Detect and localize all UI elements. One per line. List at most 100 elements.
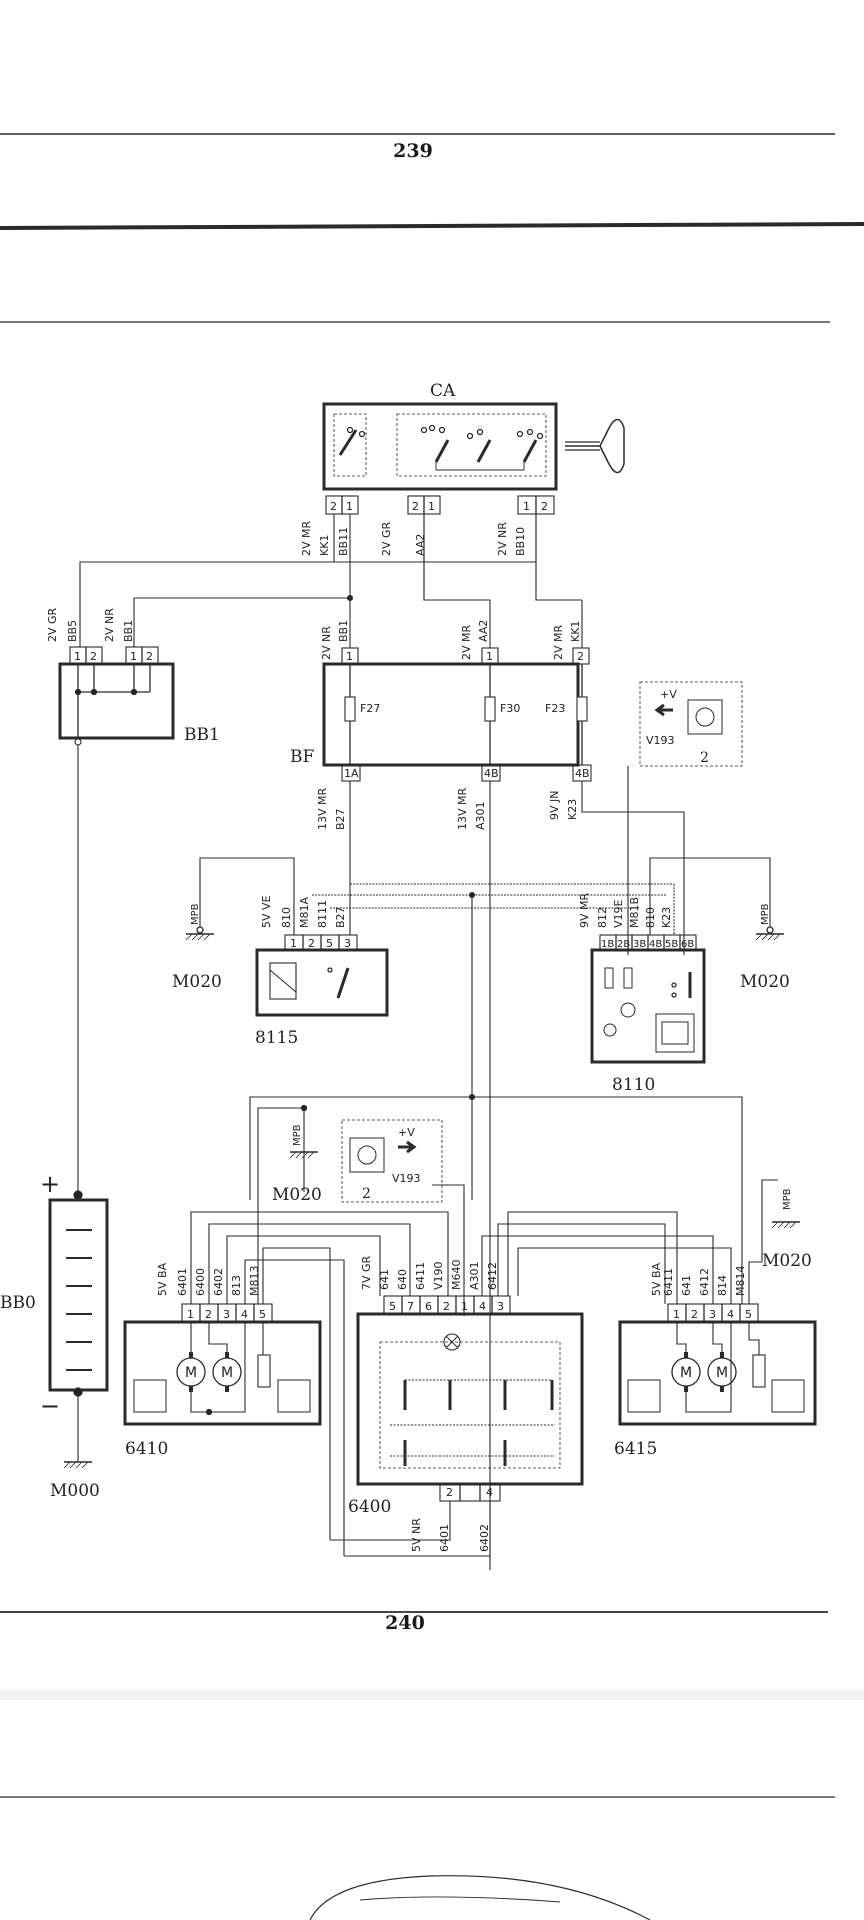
svg-text:2: 2 <box>577 650 584 663</box>
svg-text:BB5: BB5 <box>66 620 79 642</box>
svg-text:A301: A301 <box>468 1261 481 1290</box>
svg-text:5V BA: 5V BA <box>156 1262 169 1296</box>
wires-middle <box>312 883 675 935</box>
svg-text:5V BA: 5V BA <box>650 1262 663 1296</box>
svg-text:1: 1 <box>523 500 530 513</box>
ground-m020-right: MPB M020 <box>649 857 790 992</box>
svg-text:MPB: MPB <box>190 903 201 925</box>
svg-text:5V VE: 5V VE <box>260 895 273 928</box>
svg-text:3: 3 <box>344 937 351 950</box>
svg-text:M640: M640 <box>450 1260 463 1291</box>
module-8110: 8110 <box>590 934 706 1095</box>
svg-text:V193: V193 <box>646 734 675 747</box>
svg-text:2B: 2B <box>617 939 630 950</box>
svg-text:M814: M814 <box>734 1266 747 1297</box>
switch-module-6400: 6400 <box>348 1295 584 1517</box>
svg-text:2V MR: 2V MR <box>552 624 565 660</box>
svg-text:M: M <box>680 1365 692 1381</box>
svg-text:6411: 6411 <box>662 1268 675 1296</box>
svg-text:A301: A301 <box>474 801 487 830</box>
svg-text:2: 2 <box>90 650 97 663</box>
svg-text:B27: B27 <box>334 906 347 928</box>
svg-text:K23: K23 <box>566 799 579 820</box>
ground-m020-bottom-left: MPB M020 <box>272 1104 322 1205</box>
svg-text:2: 2 <box>330 500 337 513</box>
svg-text:F30: F30 <box>500 702 520 715</box>
fuse-box-bf: BF <box>290 647 592 782</box>
svg-text:5B: 5B <box>665 939 678 950</box>
page-number-top: 239 <box>393 140 433 162</box>
svg-text:6411: 6411 <box>414 1262 427 1290</box>
page-number-bottom: 240 <box>385 1612 425 1634</box>
wires-top <box>74 514 685 1570</box>
svg-text:1B: 1B <box>601 939 614 950</box>
8115-label: 8115 <box>255 1028 298 1048</box>
svg-text:AA2: AA2 <box>414 534 427 556</box>
svg-text:2V GR: 2V GR <box>380 521 393 556</box>
wires-bottom <box>190 1211 763 1557</box>
svg-text:1: 1 <box>461 1300 468 1313</box>
svg-text:3: 3 <box>223 1308 230 1321</box>
svg-text:F23: F23 <box>545 702 565 715</box>
svg-text:2V NR: 2V NR <box>320 626 333 660</box>
bf-label: BF <box>290 747 314 767</box>
svg-text:4B: 4B <box>575 767 590 780</box>
6410-label: 6410 <box>125 1439 168 1459</box>
svg-text:2V NR: 2V NR <box>103 608 116 642</box>
svg-text:4: 4 <box>486 1486 493 1499</box>
m000-label: M000 <box>50 1481 100 1501</box>
svg-text:MPB: MPB <box>760 903 771 925</box>
svg-text:1: 1 <box>130 650 137 663</box>
svg-text:6401: 6401 <box>176 1268 189 1296</box>
svg-text:M: M <box>716 1365 728 1381</box>
battery-minus: − <box>40 1392 60 1420</box>
svg-text:M813: M813 <box>248 1266 261 1297</box>
svg-text:640: 640 <box>396 1269 409 1290</box>
svg-text:BB1: BB1 <box>122 620 135 642</box>
svg-text:641: 641 <box>378 1269 391 1290</box>
svg-text:2: 2 <box>362 1186 371 1202</box>
svg-text:3: 3 <box>709 1308 716 1321</box>
svg-text:4B: 4B <box>649 939 662 950</box>
svg-text:5V NR: 5V NR <box>410 1518 423 1552</box>
svg-text:4: 4 <box>479 1300 486 1313</box>
svg-text:KK1: KK1 <box>569 621 582 642</box>
svg-text:3B: 3B <box>633 939 646 950</box>
svg-text:3: 3 <box>497 1300 504 1313</box>
lamp-v193-top: +V V193 2 <box>639 681 743 767</box>
svg-text:812: 812 <box>596 907 609 928</box>
svg-text:6400: 6400 <box>194 1268 207 1296</box>
seat-module-6410: M M 6410 <box>123 1303 322 1459</box>
svg-text:7: 7 <box>407 1300 414 1313</box>
block-bb1: BB1 <box>58 646 220 745</box>
svg-text:2: 2 <box>691 1308 698 1321</box>
svg-text:M020: M020 <box>272 1185 322 1205</box>
page-separators <box>0 133 864 1920</box>
svg-text:2: 2 <box>446 1486 453 1499</box>
svg-text:MPB: MPB <box>782 1188 793 1210</box>
svg-text:+V: +V <box>660 688 677 701</box>
svg-text:1: 1 <box>673 1308 680 1321</box>
battery-plus: + <box>40 1170 60 1198</box>
svg-text:BB10: BB10 <box>514 527 527 556</box>
ca-label: CA <box>430 381 456 401</box>
svg-text:M: M <box>185 1365 197 1381</box>
svg-text:6401: 6401 <box>438 1524 451 1552</box>
svg-text:KK1: KK1 <box>318 535 331 556</box>
svg-text:2V MR: 2V MR <box>300 520 313 556</box>
svg-text:M: M <box>221 1365 233 1381</box>
svg-text:M81A: M81A <box>298 897 311 928</box>
svg-text:6: 6 <box>425 1300 432 1313</box>
svg-text:MPB: MPB <box>292 1124 303 1146</box>
svg-text:AA2: AA2 <box>477 620 490 642</box>
svg-text:1: 1 <box>346 650 353 663</box>
svg-text:2: 2 <box>205 1308 212 1321</box>
svg-text:2: 2 <box>541 500 548 513</box>
svg-text:5: 5 <box>326 937 333 950</box>
svg-text:M81B: M81B <box>628 897 641 928</box>
svg-text:BB11: BB11 <box>337 527 350 556</box>
svg-text:2: 2 <box>412 500 419 513</box>
svg-text:13V MR: 13V MR <box>316 787 329 830</box>
svg-text:4: 4 <box>241 1308 248 1321</box>
bb0-label: BB0 <box>0 1293 36 1313</box>
